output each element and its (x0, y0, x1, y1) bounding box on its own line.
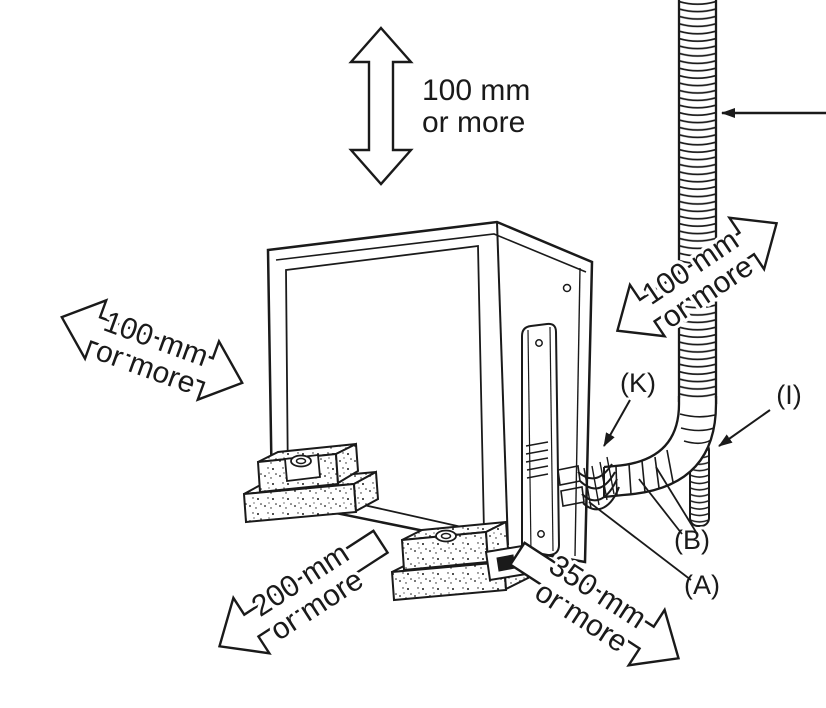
clearance-top: 100 mm or more (348, 26, 534, 186)
part-label-a: (A) (684, 570, 720, 600)
pipe-cover-line-right (549, 326, 554, 552)
bottom-right-clearance-arrow (508, 541, 681, 667)
part-i-leader-arrow (718, 409, 771, 447)
left-block-upper-end (334, 442, 360, 485)
left-block-lower-end (352, 470, 380, 513)
mounting-blocks (242, 442, 530, 602)
panel-screw (562, 283, 572, 293)
part-k-leader-arrow (603, 399, 631, 447)
unit-right-bevel (574, 267, 581, 557)
cover-screw-bottom (537, 530, 545, 538)
right-clearance-arrow (615, 216, 779, 338)
top-clearance-text-2: or more (422, 106, 525, 139)
cover-screw-top (535, 339, 543, 347)
hose-bend-inner-edge (603, 396, 718, 499)
corrugated-hose (603, 0, 718, 499)
pipe-cover-line-left (527, 329, 532, 554)
part-label-k: (K) (620, 368, 656, 398)
part-b-leader-1 (638, 478, 683, 535)
bottom-left-clearance-arrow (217, 529, 390, 655)
clearance-bottom-right: 350 mm or more (508, 541, 681, 667)
valve-stub-lower (560, 486, 585, 507)
cover-vent-grille (525, 441, 549, 479)
anchor-bolt-left-center (295, 457, 307, 465)
unit-top-bevel (275, 233, 587, 273)
clearance-left: 100 mm or more (60, 298, 244, 404)
pipe-1 (577, 463, 613, 480)
part-label-i: (I) (776, 380, 801, 410)
top-clearance-text-1: 100 mm (422, 74, 530, 107)
pipe-4 (582, 486, 620, 511)
unit-front-side-edge (496, 221, 509, 546)
anchor-bolt-right-center (440, 532, 452, 540)
part-b-leader-2 (655, 466, 697, 533)
refrigerant-pipes (577, 456, 620, 511)
top-clearance-arrow (348, 26, 414, 186)
clearance-bottom-left: 200 mm or more (217, 529, 390, 655)
left-clearance-arrow (60, 298, 244, 402)
pipe-2 (579, 471, 616, 490)
pipe-3 (581, 478, 618, 502)
hose-ribs (679, 0, 716, 408)
pipe-cover (521, 322, 561, 559)
tape-wrap-hatching (583, 456, 615, 509)
part-labels: (K) (I) (B) (A) (588, 365, 805, 603)
hose-bend-outer-edge (603, 396, 681, 469)
part-a-leader (588, 501, 692, 581)
